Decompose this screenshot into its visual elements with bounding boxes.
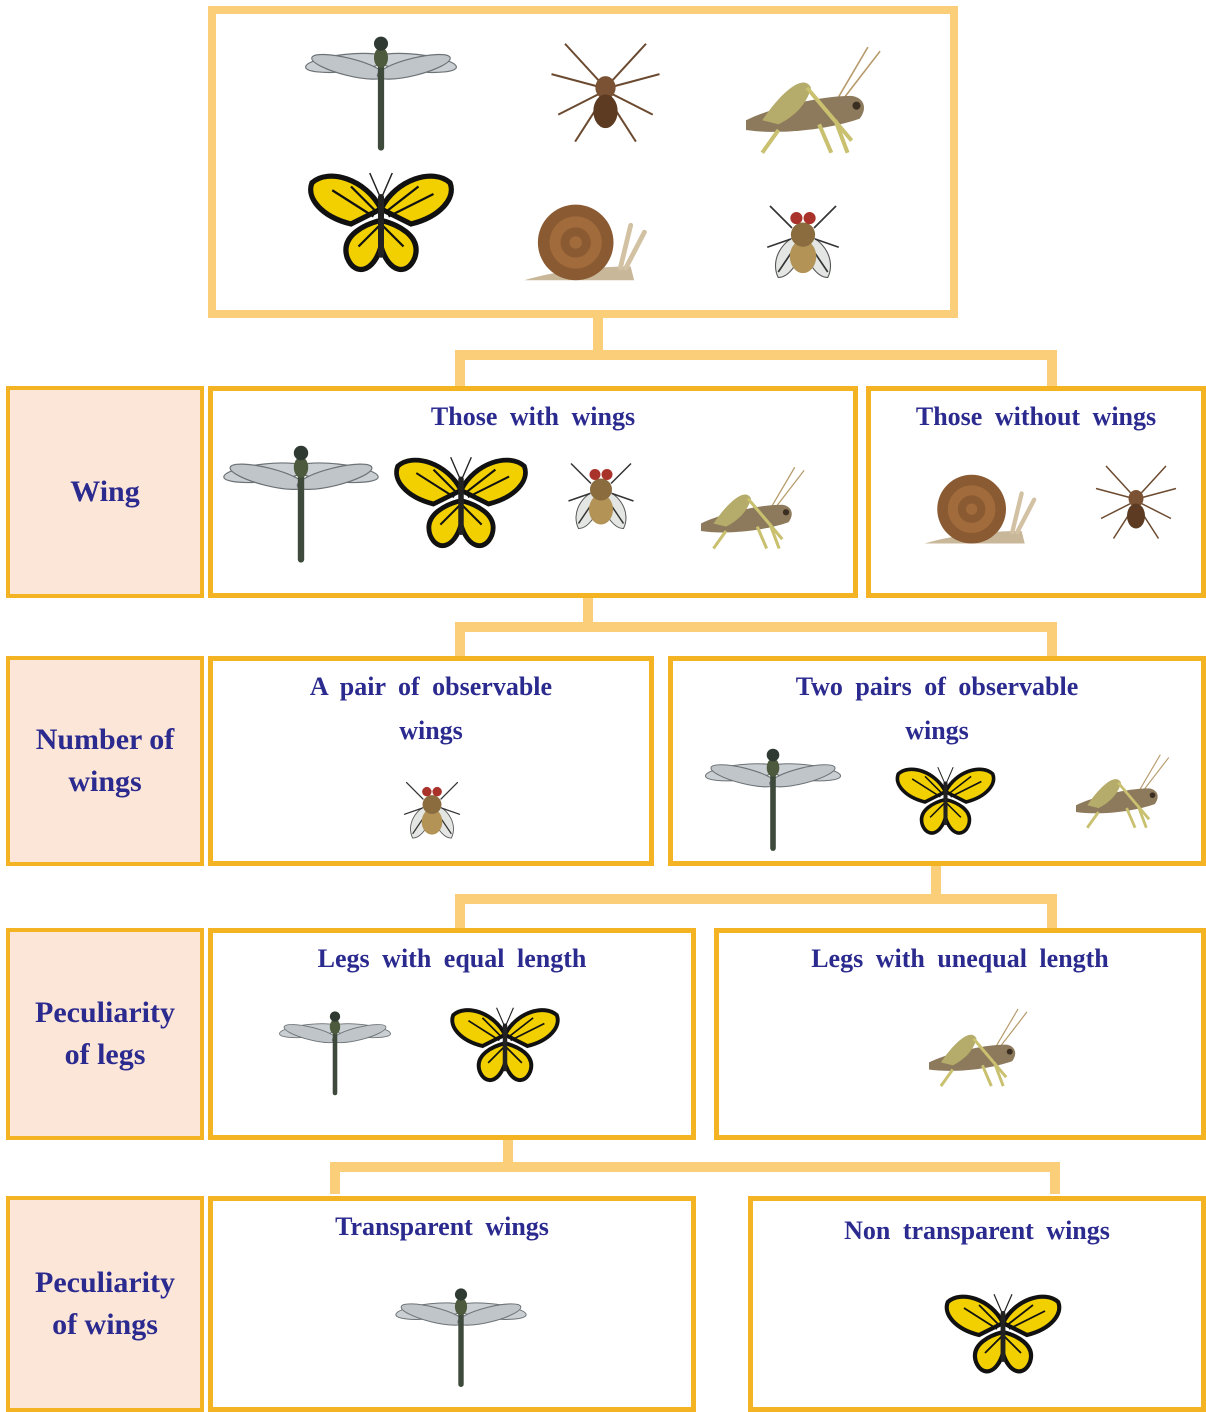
connector bbox=[1047, 894, 1057, 928]
grasshopper-image bbox=[904, 1003, 1049, 1098]
all-organisms-box bbox=[208, 6, 958, 318]
group-with-wings: Those with wings bbox=[208, 386, 858, 598]
group-heading: Those without wings bbox=[871, 395, 1201, 439]
connector bbox=[455, 350, 465, 388]
group-without-wings: Those without wings bbox=[866, 386, 1206, 598]
connector bbox=[1047, 350, 1057, 388]
housefly-image bbox=[748, 174, 858, 304]
spider-image bbox=[538, 26, 673, 156]
snail-image bbox=[491, 184, 681, 294]
grasshopper-image bbox=[1051, 749, 1191, 839]
butterfly-image bbox=[435, 1001, 575, 1091]
connector bbox=[455, 622, 465, 658]
dragonfly-image bbox=[271, 1005, 399, 1097]
connector bbox=[455, 894, 465, 928]
group-heading: A pair of observable wings bbox=[213, 665, 649, 753]
housefly-image bbox=[389, 753, 475, 863]
dragonfly-image bbox=[693, 741, 853, 853]
row-label-peculiarity-of-legs: Peculiarity of legs bbox=[6, 928, 204, 1140]
connector bbox=[330, 1162, 1060, 1172]
group-equal-legs: Legs with equal length bbox=[208, 928, 696, 1140]
connector bbox=[1047, 622, 1057, 658]
butterfly-image bbox=[913, 1287, 1093, 1383]
butterfly-image bbox=[381, 449, 541, 559]
group-two-pairs: Two pairs of observable wings bbox=[668, 656, 1206, 866]
grasshopper-image bbox=[671, 461, 831, 561]
dragonfly-image bbox=[301, 28, 461, 153]
connector bbox=[455, 350, 1057, 360]
row-label-wing: Wing bbox=[6, 386, 204, 598]
connector bbox=[455, 894, 1057, 904]
spider-image bbox=[1086, 451, 1186, 551]
group-heading: Non transparent wings bbox=[753, 1209, 1201, 1253]
butterfly-image bbox=[291, 164, 471, 284]
group-unequal-legs: Legs with unequal length bbox=[714, 928, 1206, 1140]
snail-image bbox=[896, 456, 1066, 556]
group-heading: Legs with equal length bbox=[213, 937, 691, 981]
dragonfly-image bbox=[385, 1281, 537, 1389]
connector bbox=[1050, 1162, 1060, 1194]
row-label-number-of-wings: Number of wings bbox=[6, 656, 204, 866]
group-transparent-wings: Transparent wings bbox=[208, 1196, 696, 1412]
group-one-pair: A pair of observable wings bbox=[208, 656, 654, 866]
butterfly-image bbox=[863, 761, 1028, 843]
housefly-image bbox=[551, 431, 651, 556]
group-heading: Two pairs of observable wings bbox=[673, 665, 1201, 753]
group-heading: Transparent wings bbox=[213, 1205, 691, 1249]
row-label-peculiarity-of-wings: Peculiarity of wings bbox=[6, 1196, 204, 1412]
connector bbox=[330, 1162, 340, 1194]
group-heading: Legs with unequal length bbox=[719, 937, 1201, 981]
dragonfly-image bbox=[221, 431, 381, 571]
connector bbox=[455, 622, 1057, 632]
grasshopper-image bbox=[711, 39, 911, 169]
group-non-transparent-wings: Non transparent wings bbox=[748, 1196, 1206, 1412]
